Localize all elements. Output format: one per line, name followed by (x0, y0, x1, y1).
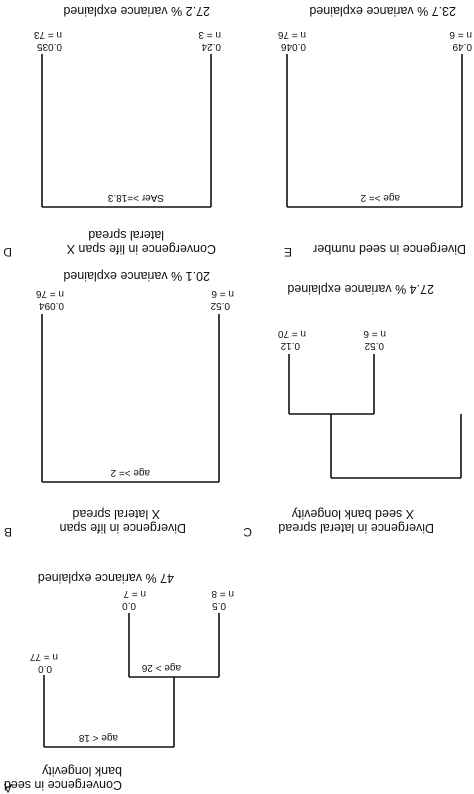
panel-c-title-line-2: X seed bank longevity (291, 507, 414, 521)
panel-e-leaf-2-n: n = 6 (449, 29, 472, 40)
panel-b-leaf-2-value: 0.52 (210, 300, 230, 311)
panel-d-leaf-1-n: n = 73 (33, 29, 62, 40)
panel-a-title-line-2: bank longevity (41, 764, 122, 778)
panel-c-variance: 27.4 % variance explained (287, 282, 434, 296)
panel-a-leaf-3-n: n = 8 (211, 588, 234, 599)
panel-c: C Divergence in lateral spread X seed ba… (243, 282, 462, 539)
panel-e-leaf-1-n: n = 76 (277, 29, 306, 40)
panel-a-leaf-1-n: n = 77 (29, 651, 58, 662)
panel-e-variance: 23.7 % variance explained (309, 4, 456, 18)
panel-a-letter: A (4, 781, 12, 794)
panel-e-title-line-1: Divergence in seed number (313, 242, 466, 256)
panel-b-root-split-label: age >= 2 (110, 467, 150, 478)
panel-a-leaf-2-value: 0.0 (122, 600, 136, 611)
panel-b-leaf-2-n: n = 6 (211, 288, 234, 299)
panel-d-title-line-1: Convergence in life span X (66, 242, 216, 256)
panel-e-letter: E (284, 245, 292, 259)
panel-c-title-line-1: Divergence in lateral spread (278, 521, 434, 535)
panel-c-leaf-2-value: 0.52 (364, 340, 384, 351)
panel-a-leaf-2-n: n = 7 (123, 588, 146, 599)
panel-e-leaf-2-value: 0.49 (452, 41, 472, 52)
panel-b-leaf-1-n: n = 76 (35, 288, 64, 299)
panel-b-title-line-2: X lateral spread (72, 507, 160, 521)
panel-d-leaf-1-value: 0.035 (37, 41, 62, 52)
panel-c-leaf-2-n: n = 6 (363, 328, 386, 339)
panel-e-root-split-label: age >= 2 (360, 192, 400, 203)
panel-b-title-line-1: Divergence in life span (59, 521, 186, 535)
panel-d-leaf-2-n: n = 3 (198, 29, 221, 40)
panel-a-title-line-1: Convergence in seed (4, 778, 122, 792)
panel-d-leaf-2-value: 0.24 (201, 41, 221, 52)
panel-d: D Convergence in life span X lateral spr… (3, 4, 221, 259)
panel-e: E Divergence in seed number age >= 2 0.0… (277, 4, 472, 259)
panel-d-title-line-2: lateral spread (88, 228, 164, 242)
panel-b-leaf-1-value: 0.094 (39, 300, 64, 311)
panel-d-letter: D (3, 245, 12, 259)
panel-a-root-split-label: age < 18 (78, 732, 118, 743)
panel-a-leaf-3-value: 0.5 (212, 600, 226, 611)
panel-b: B Divergence in life span X lateral spre… (4, 269, 234, 539)
panel-d-variance: 27.2 % variance explained (63, 4, 210, 18)
panel-b-variance: 20.1 % variance explained (63, 269, 210, 283)
panel-e-leaf-1-value: 0.046 (281, 41, 306, 52)
panel-c-leaf-1-n: n = 70 (277, 328, 306, 339)
panel-d-root-split-label: SAer >=18.3 (107, 192, 164, 203)
panel-a-variance: 47 % variance explained (38, 571, 174, 585)
panel-a-leaf-1-value: 0.0 (38, 663, 52, 674)
panel-b-letter: B (4, 525, 12, 539)
panel-a-inner-split-label: age > 26 (141, 662, 181, 673)
panel-a: A Convergence in seed bank longevity age… (4, 571, 234, 794)
panel-c-leaf-1-value: 0.12 (280, 340, 300, 351)
panel-c-letter: C (243, 525, 252, 539)
